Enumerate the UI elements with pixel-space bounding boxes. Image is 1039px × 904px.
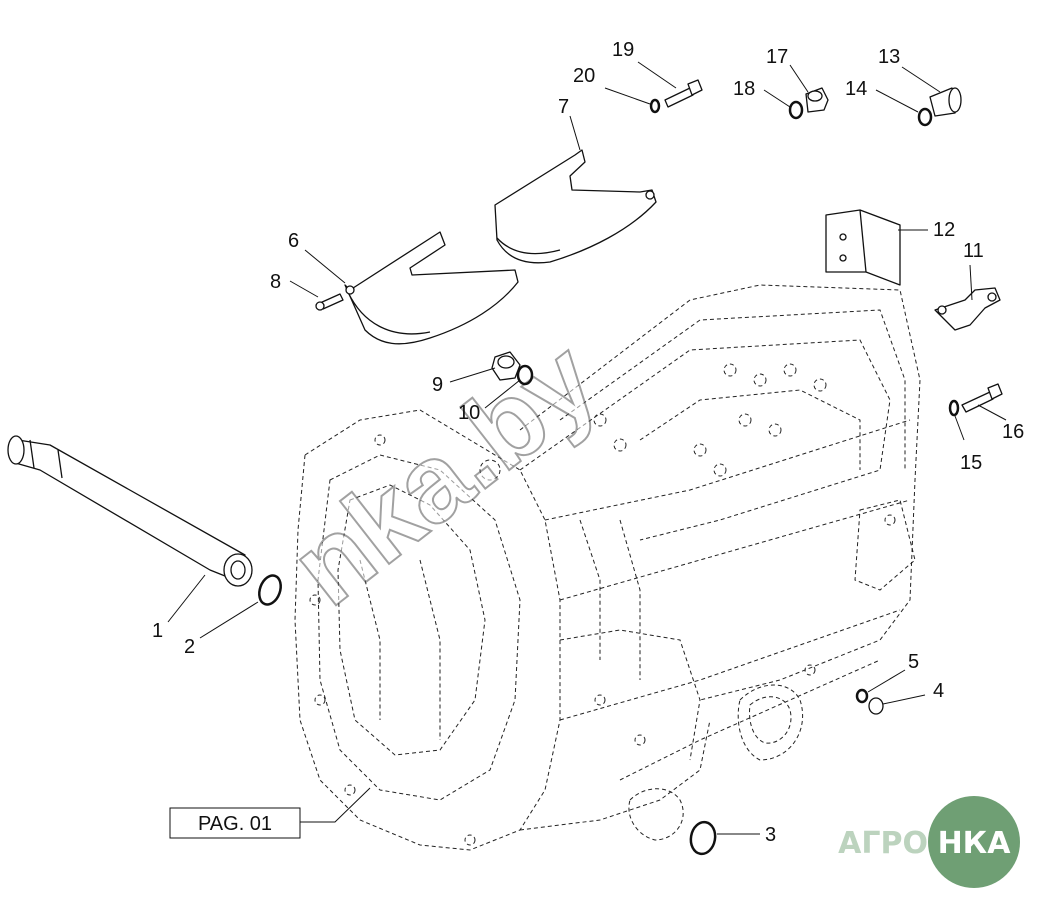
part-12-angle-plate — [825, 209, 901, 286]
transmission-housing — [294, 284, 921, 851]
page-reference-box[interactable]: PAG. 01 — [169, 807, 301, 839]
agronka-logo: АГРО НКА — [838, 796, 1020, 888]
callout-19: 19 — [612, 39, 634, 61]
callout-5: 5 — [908, 651, 919, 673]
callout-13: 13 — [878, 46, 900, 68]
callout-11: 11 — [963, 240, 984, 262]
callout-15: 15 — [960, 452, 982, 474]
part-8-screw — [315, 293, 344, 311]
logo-circle — [928, 796, 1020, 888]
callout-7: 7 — [558, 96, 569, 118]
part-5-o-ring — [855, 688, 869, 704]
logo-right-text: НКА — [938, 826, 1012, 861]
callout-4: 4 — [933, 680, 944, 702]
part-16-bolt — [961, 383, 1003, 413]
part-6-half-shell — [344, 231, 519, 345]
part-19-bolt — [664, 79, 703, 108]
part-15-washer — [948, 399, 960, 417]
part-20-washer — [649, 98, 661, 114]
logo-left-text: АГРО — [838, 826, 928, 861]
callout-14: 14 — [845, 78, 867, 100]
part-2-o-ring — [258, 574, 282, 606]
callout-9: 9 — [432, 374, 443, 396]
callout-6: 6 — [288, 230, 299, 252]
part-13-cap — [929, 87, 962, 117]
callout-1: 1 — [152, 620, 163, 642]
callout-12: 12 — [933, 219, 955, 241]
callout-16: 16 — [1002, 421, 1024, 443]
part-18-o-ring — [788, 100, 804, 120]
leader-lines — [167, 61, 1007, 835]
housing-bolt-holes — [309, 363, 896, 846]
part-9-fitting — [491, 351, 521, 381]
page-reference-label: PAG. 01 — [198, 813, 272, 835]
callout-3: 3 — [765, 824, 776, 846]
part-14-o-ring — [917, 107, 933, 127]
callout-20: 20 — [573, 65, 595, 87]
callout-2: 2 — [184, 636, 195, 658]
part-3-o-ring — [689, 820, 717, 856]
callout-17: 17 — [766, 46, 788, 68]
part-10-o-ring — [516, 364, 534, 386]
part-11-bracket — [934, 287, 1001, 331]
watermark-text: nka.by — [269, 317, 619, 628]
part-7-half-shell — [494, 149, 657, 264]
part-1-shaft — [7, 435, 253, 587]
callout-18: 18 — [733, 78, 755, 100]
part-17-plug — [805, 87, 829, 113]
callouts: 1 2 3 4 5 6 7 8 9 10 11 12 13 14 15 16 1… — [152, 39, 1024, 846]
part-4-plug — [868, 697, 884, 715]
callout-10: 10 — [458, 402, 480, 424]
callout-8: 8 — [270, 271, 281, 293]
